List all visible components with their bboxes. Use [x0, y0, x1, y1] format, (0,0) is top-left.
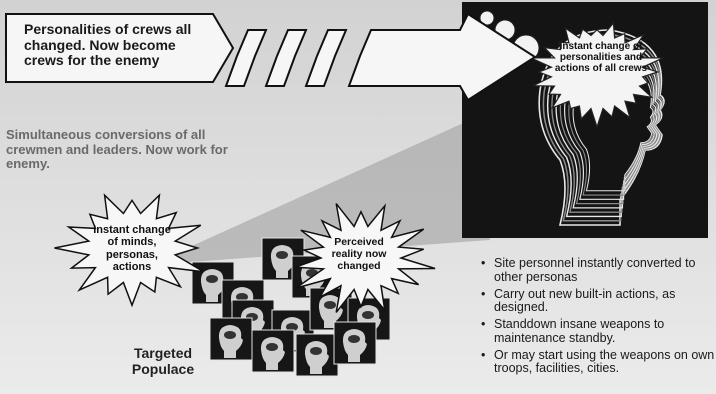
populace-tile — [210, 318, 252, 360]
brain-icon — [224, 331, 236, 339]
brain-icon — [362, 311, 374, 319]
brain-icon — [276, 251, 288, 259]
effects-list-item: Carry out new built-in actions, as desig… — [480, 288, 716, 316]
brain-icon — [310, 347, 322, 355]
arrow-label: Personalities of crews all changed. Now … — [24, 22, 214, 69]
brain-icon — [324, 301, 336, 309]
effects-list: Site personnel instantly converted to ot… — [480, 257, 716, 379]
conversion-note: Simultaneous conversions of all crewmen … — [6, 128, 246, 172]
brain-icon — [206, 275, 218, 283]
brain-icon — [266, 343, 278, 351]
effects-list-item: Or may start using the weapons on own tr… — [480, 349, 716, 377]
populace-tile — [296, 334, 338, 376]
populace-tile — [252, 330, 294, 372]
populace-label: Targeted Populace — [118, 346, 208, 377]
populace-tile — [334, 322, 376, 364]
effects-list-item: Site personnel instantly converted to ot… — [480, 257, 716, 285]
brain-icon — [348, 335, 360, 343]
burst-right-text: Perceived reality now changed — [329, 237, 389, 272]
effects-list-item: Standdown insane weapons to maintenance … — [480, 318, 716, 346]
thought-bubble-text: Instant change of personalities and acti… — [553, 41, 649, 75]
burst-left-text: Instant change of minds, personas, actio… — [93, 224, 171, 273]
